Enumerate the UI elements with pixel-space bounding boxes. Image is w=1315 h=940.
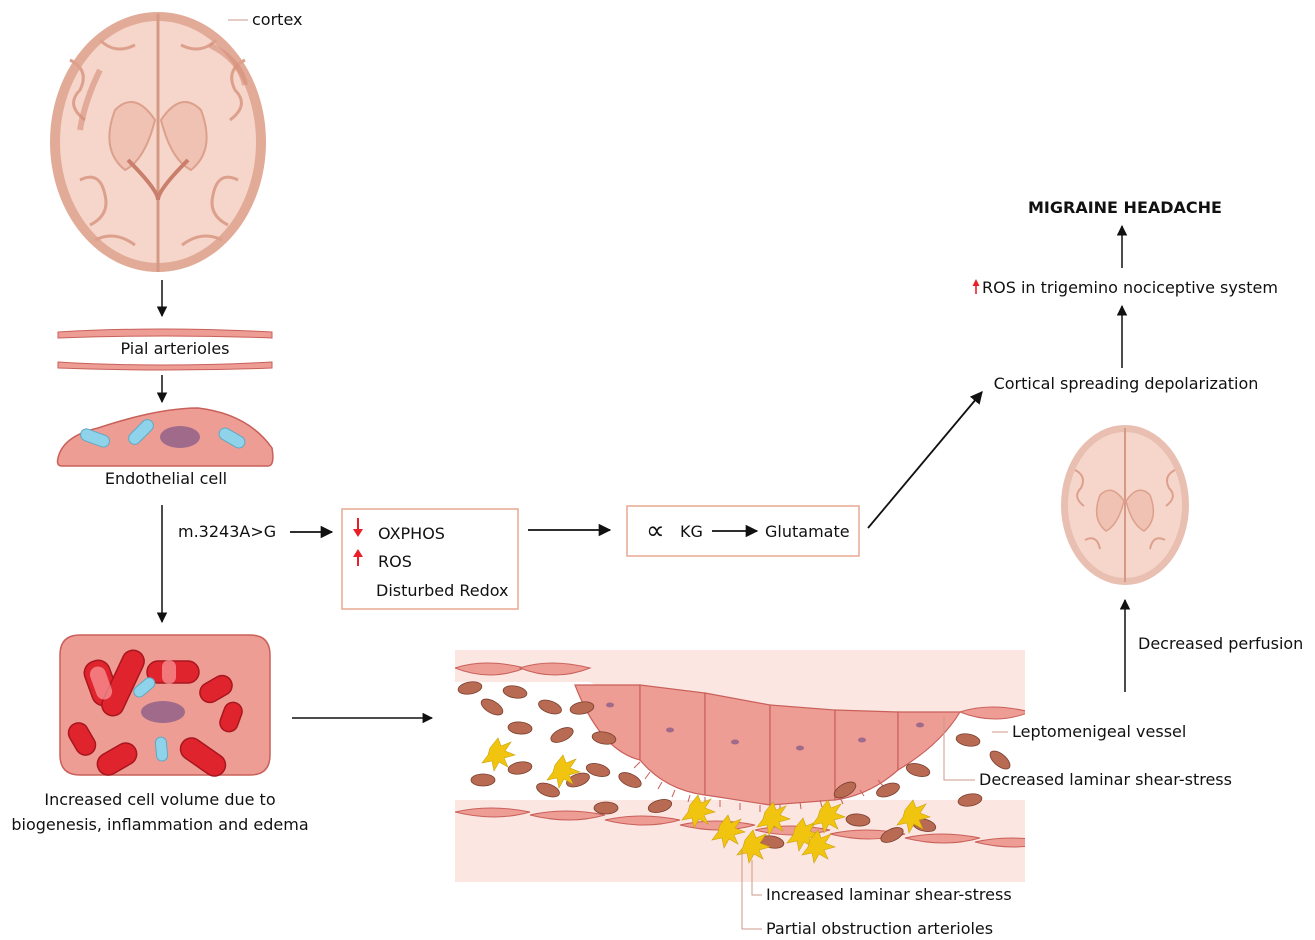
cortex-label: cortex	[252, 10, 302, 29]
decreased-perfusion-label: Decreased perfusion	[1138, 634, 1303, 653]
increased-volume-label-line1: Increased cell volume due to	[44, 790, 275, 809]
ros-label: ROS	[378, 552, 412, 571]
mutation-label: m.3243A>G	[178, 522, 276, 541]
top-brain-illustration	[50, 12, 266, 272]
leptomeningeal-vessel-label: Leptomenigeal vessel	[1012, 722, 1186, 741]
small-brain-illustration	[1061, 425, 1189, 585]
up-arrow-icon	[973, 279, 980, 294]
swollen-cell-illustration	[60, 635, 270, 780]
glutamate-label: Glutamate	[765, 522, 850, 541]
increased-shear-label: Increased laminar shear-stress	[766, 885, 1012, 904]
oxphos-label: OXPHOS	[378, 524, 445, 543]
alpha-symbol: ∝	[646, 516, 665, 546]
arrow-glutamate-to-csd	[868, 392, 982, 528]
ros-trigemino-label: ROS in trigemino nociceptive system	[982, 278, 1278, 297]
pial-arterioles-label: Pial arterioles	[120, 339, 229, 358]
vessel-illustration	[455, 650, 1050, 882]
decreased-shear-label: Decreased laminar shear-stress	[979, 770, 1232, 789]
endothelial-cell-label: Endothelial cell	[105, 469, 227, 488]
increased-volume-label-line2: biogenesis, inflammation and edema	[11, 815, 308, 834]
cortical-spreading-label: Cortical spreading depolarization	[994, 374, 1259, 393]
kg-label: KG	[680, 522, 703, 541]
partial-obstruction-label: Partial obstruction arterioles	[766, 919, 993, 938]
disturbed-redox-label: Disturbed Redox	[376, 581, 509, 600]
migraine-headache-title: MIGRAINE HEADACHE	[1028, 198, 1222, 217]
endothelial-cell-illustration	[58, 408, 273, 466]
